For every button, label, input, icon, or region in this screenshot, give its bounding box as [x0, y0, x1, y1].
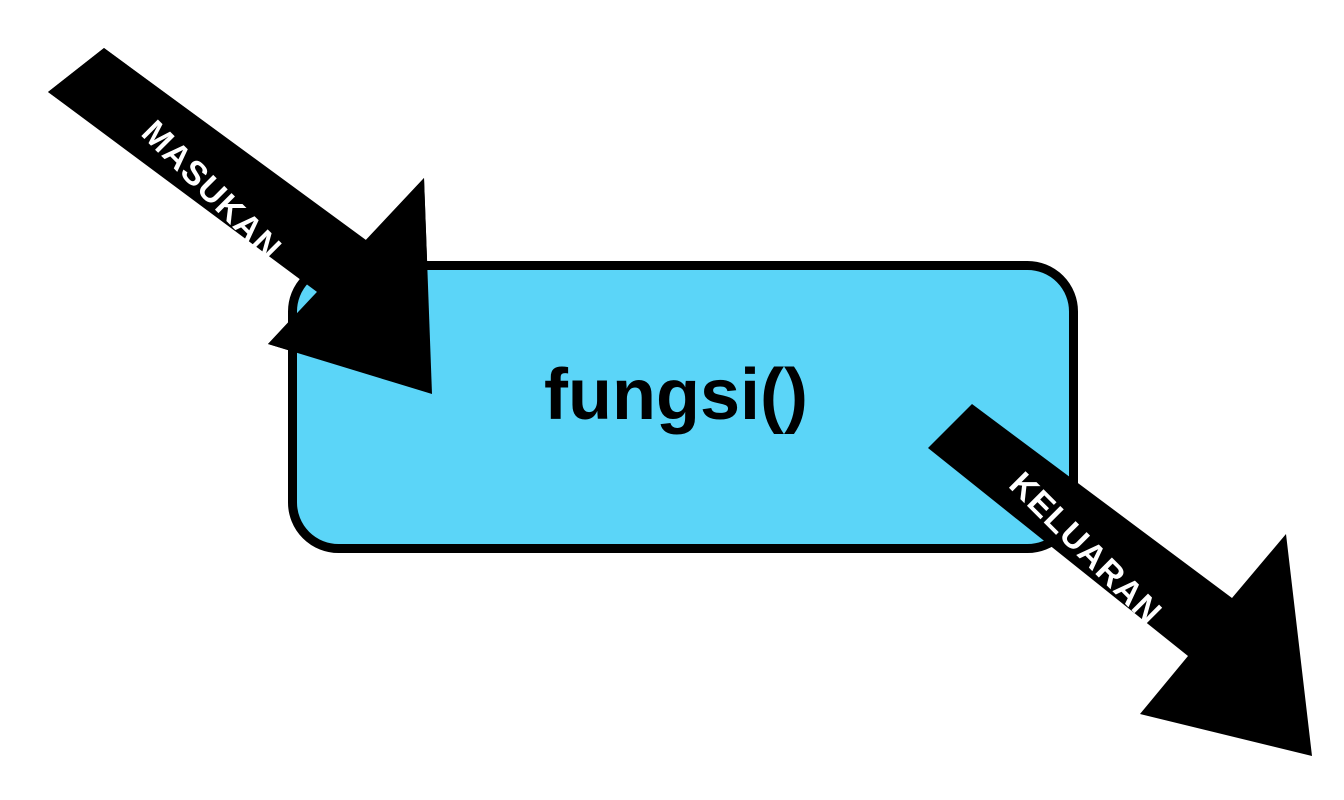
input-arrow-shaft-overlay — [48, 48, 400, 312]
output-arrow-shape — [928, 404, 1312, 756]
output-arrow[interactable]: KELUARAN — [928, 404, 1312, 756]
process-box-label: fungsi() — [544, 355, 808, 435]
input-arrowhead-overlay: MASUKAN — [48, 48, 432, 394]
process-box-rect — [288, 261, 1078, 553]
process-box[interactable]: fungsi() — [288, 261, 1078, 553]
